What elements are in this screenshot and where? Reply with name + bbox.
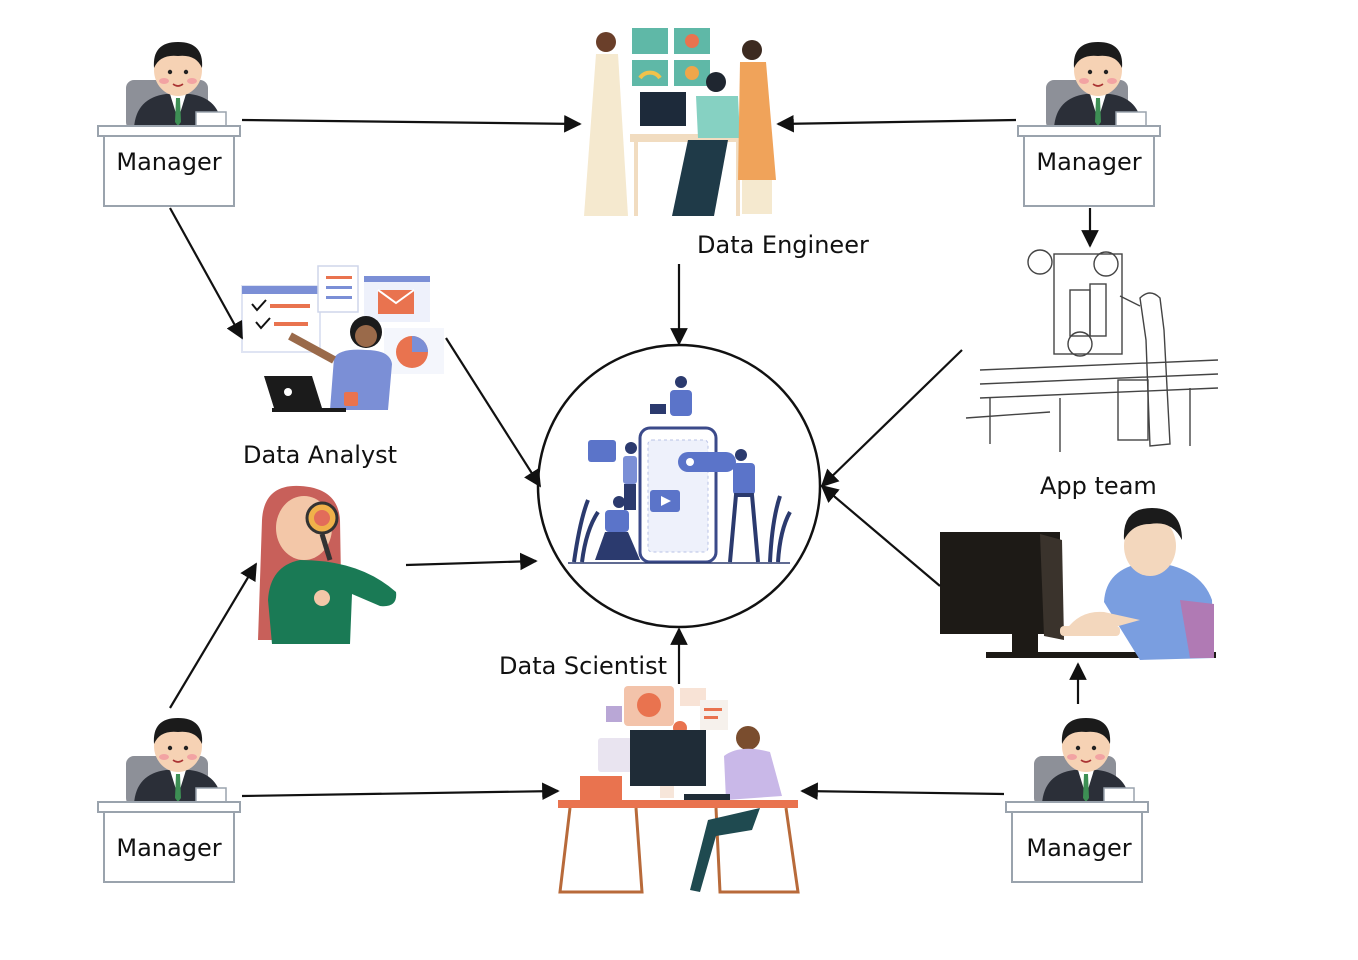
arrows (169, 114, 1099, 801)
analyst-magnifier-illustration (258, 485, 397, 644)
arrow-magnifier-to-center (405, 552, 538, 571)
manager-label-bottom-right: Manager (1026, 834, 1132, 862)
arrow-tr-manager-to-engineer (776, 114, 1017, 133)
data-analyst-illustration (241, 265, 444, 412)
manager-label-top-right: Manager (1036, 148, 1142, 176)
app-team-machine-illustration (965, 249, 1219, 452)
data-engineer-illustration (584, 28, 776, 216)
app-team-computer-illustration (940, 508, 1216, 660)
manager-label-top-left: Manager (116, 148, 222, 176)
arrow-computer-to-center (820, 484, 941, 587)
arrow-bl-manager-to-scientist (241, 782, 560, 801)
central-app-circle (536, 343, 822, 629)
data-scientist-label: Data Scientist (499, 652, 667, 680)
manager-top-left (97, 41, 241, 207)
arrow-br-manager-to-scientist (800, 782, 1005, 801)
data-analyst-label: Data Analyst (243, 441, 398, 469)
data-engineer-label: Data Engineer (697, 231, 869, 259)
manager-top-right (1017, 41, 1161, 207)
app-team-label: App team (1040, 472, 1157, 500)
arrow-machine-to-center (820, 349, 963, 488)
arrow-analyst-to-center (445, 337, 541, 488)
data-scientist-illustration (558, 686, 800, 894)
arrow-tl-manager-to-analyst (169, 207, 243, 340)
arrow-bl-manager-to-magnifier (169, 562, 257, 709)
manager-label-bottom-left: Manager (116, 834, 222, 862)
arrow-tl-manager-to-engineer (241, 115, 582, 133)
